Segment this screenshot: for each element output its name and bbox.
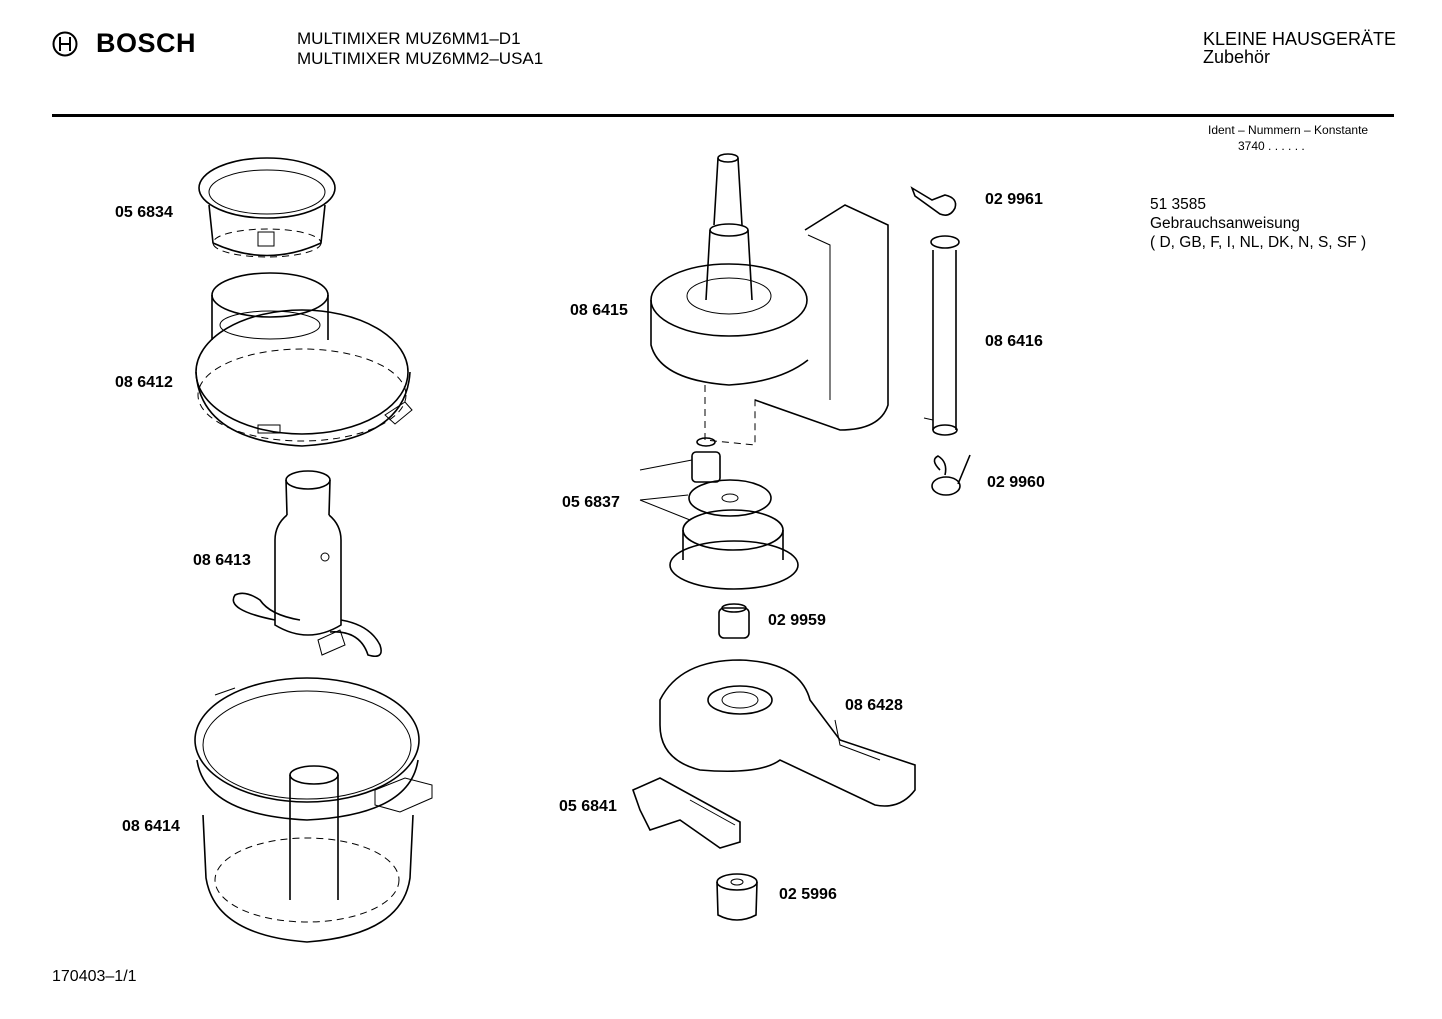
ident-code: 3740 . . . . . . — [1238, 139, 1305, 153]
part-gear-set — [639, 437, 799, 590]
part-drive-unit-housing — [650, 153, 889, 446]
part-shaft — [923, 235, 960, 436]
part-foot — [716, 873, 758, 921]
bosch-armature-icon — [52, 31, 78, 56]
part-label-029960: 02 9960 — [987, 474, 1045, 491]
document-code: 170403–1/1 — [52, 968, 137, 985]
category-block: KLEINE HAUSGERÄTE Zubehör — [1203, 30, 1396, 66]
header-divider — [52, 114, 1394, 117]
part-pinion — [718, 603, 750, 639]
part-label-086412: 08 6412 — [115, 374, 173, 391]
ident-block: Ident – Nummern – Konstante 3740 . . . .… — [1208, 122, 1368, 154]
part-base-plate — [659, 659, 916, 807]
part-label-056841: 05 6841 — [559, 798, 617, 815]
category-subtitle: Zubehör — [1203, 47, 1271, 67]
part-lever — [632, 777, 741, 849]
ident-title: Ident – Nummern – Konstante — [1208, 123, 1369, 137]
part-clip — [910, 186, 957, 216]
part-label-029961: 02 9961 — [985, 191, 1043, 208]
part-label-056834: 05 6834 — [115, 204, 173, 221]
part-label-086414: 08 6414 — [122, 818, 180, 835]
part-label-056837: 05 6837 — [562, 494, 620, 511]
part-label-029959: 02 9959 — [768, 612, 826, 629]
part-feed-tube-cap — [198, 157, 336, 258]
part-label-086413: 08 6413 — [193, 552, 251, 569]
part-chopping-blade — [232, 470, 382, 658]
part-label-086428: 08 6428 — [845, 697, 903, 714]
part-bowl-lid — [195, 272, 413, 447]
model-line-2: MULTIMIXER MUZ6MM2–USA1 — [297, 49, 544, 68]
part-label-086415: 08 6415 — [570, 302, 628, 319]
category-title: KLEINE HAUSGERÄTE — [1203, 29, 1397, 49]
model-line-1: MULTIMIXER MUZ6MM1–D1 — [297, 29, 521, 48]
part-mixing-bowl — [194, 677, 433, 943]
manual-info: 51 3585 Gebrauchsanweisung ( D, GB, F, I… — [1150, 195, 1366, 252]
model-list: MULTIMIXER MUZ6MM1–D1 MULTIMIXER MUZ6MM2… — [297, 29, 543, 69]
part-label-086416: 08 6416 — [985, 333, 1043, 350]
manual-number: 51 3585 — [1150, 196, 1207, 213]
part-label-025996: 02 5996 — [779, 886, 837, 903]
manual-title: Gebrauchsanweisung — [1150, 215, 1300, 232]
brand-name: BOSCH — [96, 28, 197, 58]
brand-logo: BOSCH — [52, 28, 196, 59]
manual-languages: ( D, GB, F, I, NL, DK, N, S, SF ) — [1150, 234, 1367, 251]
part-spring — [931, 454, 971, 496]
